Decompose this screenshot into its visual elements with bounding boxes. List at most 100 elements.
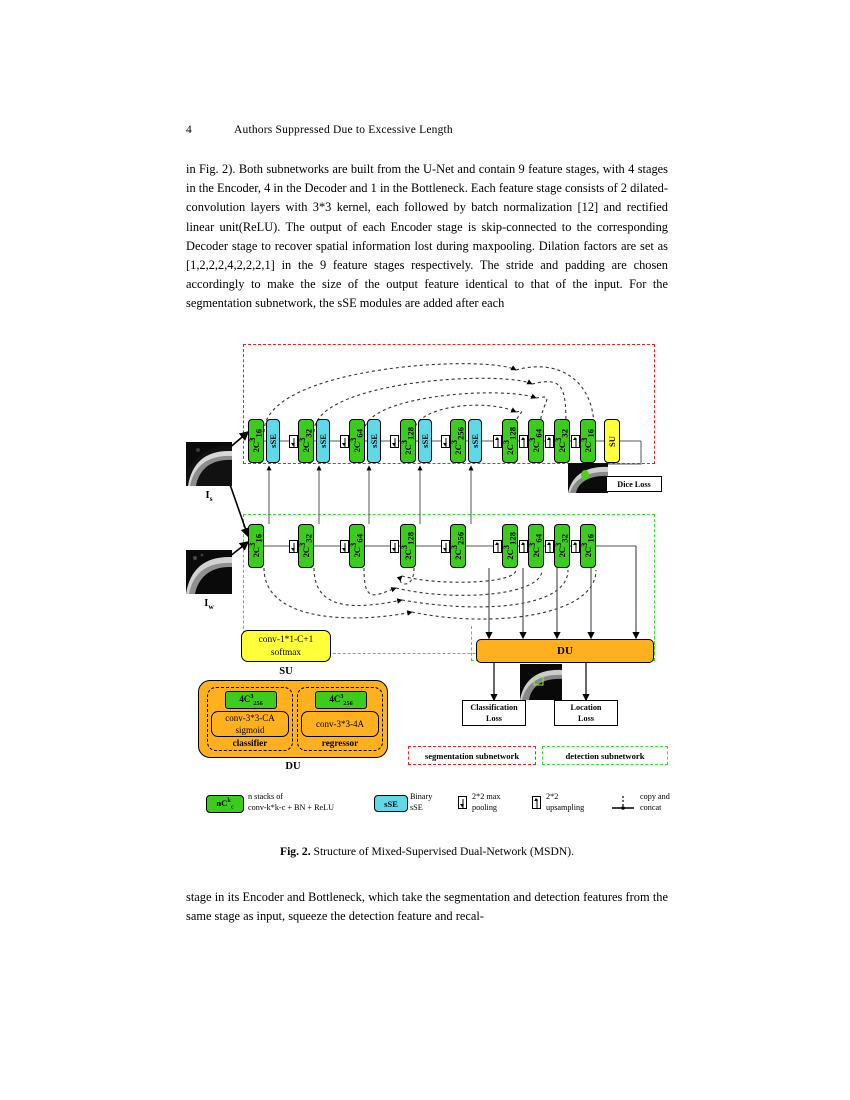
conv-block-label: 2C316 xyxy=(248,429,264,453)
segmentation-output-image xyxy=(568,463,608,493)
upsample-icon xyxy=(571,540,580,553)
dice-loss-label: Dice Loss xyxy=(617,479,651,489)
maxpool-icon xyxy=(340,435,349,448)
segmentation-conv-block: 2C364 xyxy=(528,419,544,463)
du-classifier-conv-label: conv-3*3-CA xyxy=(225,713,275,723)
du-regressor-group xyxy=(297,687,383,751)
conv-block-label: 2C3128 xyxy=(400,532,416,560)
classification-loss-label-2: Loss xyxy=(486,714,502,723)
input-label-sub: s xyxy=(209,494,213,504)
page-number: 4 xyxy=(186,124,192,136)
figure-legend-row: nCkc n stacks of conv-k*k-c + BN + ReLU … xyxy=(206,788,670,822)
su-softmax-label: softmax xyxy=(270,647,302,658)
conv-block-label: 2C3128 xyxy=(502,532,518,560)
segmentation-su-block: SU xyxy=(604,419,620,463)
maxpool-icon xyxy=(289,435,298,448)
detection-input-image xyxy=(186,550,232,594)
conv-block-label: 2C364 xyxy=(349,429,365,453)
location-loss-label-1: Location xyxy=(570,703,602,712)
legend-segmentation-subnetwork: segmentation subnetwork xyxy=(408,746,536,765)
maxpool-legend-line1: 2*2 max xyxy=(472,792,501,801)
sse-legend-line2: sSE xyxy=(410,802,423,812)
detection-input-label: Iw xyxy=(186,598,232,611)
detection-conv-block: 2C316 xyxy=(580,524,596,568)
conv-block-label: 2C364 xyxy=(349,534,365,558)
maxpool-legend-line2: pooling xyxy=(472,802,498,812)
legend-detection-subnetwork: detection subnetwork xyxy=(542,746,668,765)
du-classifier-conv-detail: conv-3*3-CA sigmoid xyxy=(211,711,289,737)
su-conv-label: conv-1*1-C+1 xyxy=(258,635,314,645)
conv-block-label: 2C3128 xyxy=(502,427,518,455)
detection-conv-block: 2C3128 xyxy=(400,524,416,568)
body-paragraph-bottom: stage in its Encoder and Bottleneck, whi… xyxy=(186,890,668,924)
legend-segmentation-label: segmentation subnetwork xyxy=(424,750,520,761)
conv-block-label: 2C332 xyxy=(554,534,570,558)
sse-legend-text: Binary sSE xyxy=(410,792,450,813)
conv-block-label: 2C364 xyxy=(528,429,544,453)
sse-block-label: sSE xyxy=(317,434,328,448)
du-regressor-conv-block: 4C3256 xyxy=(315,691,367,709)
input-label-sub: w xyxy=(208,602,214,612)
maxpool-icon xyxy=(441,540,450,553)
conv-block-legend-chip: nCkc xyxy=(206,795,244,813)
conv-legend-line1: n stacks of xyxy=(248,792,284,801)
location-loss-label-2: Loss xyxy=(578,714,594,723)
upsample-legend-text: 2*2 upsampling xyxy=(546,792,610,813)
location-loss-box: Location Loss xyxy=(554,700,618,726)
segmentation-sse-block: sSE xyxy=(468,419,482,463)
maxpool-icon xyxy=(289,540,298,553)
upsample-icon xyxy=(519,540,528,553)
upsample-legend-line1: 2*2 xyxy=(546,792,559,801)
segmentation-sse-block: sSE xyxy=(266,419,280,463)
input-label-text: I xyxy=(204,598,209,609)
du-detail-panel: 4C3256 conv-3*3-CA sigmoid classifier 4C… xyxy=(198,680,388,758)
segmentation-conv-block: 2C3128 xyxy=(502,419,518,463)
upsample-icon xyxy=(545,435,554,448)
upsample-icon xyxy=(532,796,541,809)
upsample-icon xyxy=(571,435,580,448)
conv-legend-line2: conv-k*k-c + BN + ReLU xyxy=(248,802,335,812)
detection-conv-block: 2C332 xyxy=(554,524,570,568)
conv-block-label: 2C3256 xyxy=(450,427,466,455)
su-caption: SU xyxy=(279,666,293,677)
du-regressor-conv-detail: conv-3*3-4A xyxy=(301,711,379,737)
segmentation-subnetwork-frame xyxy=(243,344,655,464)
body-paragraph-top: in Fig. 2). Both subnetworks are built f… xyxy=(186,162,668,311)
detection-conv-block: 2C3256 xyxy=(450,524,466,568)
segmentation-conv-block: 2C3256 xyxy=(450,419,466,463)
du-classifier-conv-block: 4C3256 xyxy=(225,691,277,709)
conv-block-label: 2C316 xyxy=(580,534,596,558)
du-classifier-caption: classifier xyxy=(232,738,268,748)
du-classifier-group xyxy=(207,687,293,751)
conv-block-label: 2C332 xyxy=(298,429,314,453)
segmentation-input-image xyxy=(186,442,232,486)
sse-block-label: sSE xyxy=(368,434,379,448)
detection-subnetwork-frame xyxy=(243,514,655,654)
segmentation-conv-block: 2C332 xyxy=(298,419,314,463)
sse-legend-line1: Binary xyxy=(410,792,433,801)
classification-loss-label-1: Classification xyxy=(470,703,518,712)
conv-chip-text: nCkc xyxy=(216,797,234,811)
conv-block-label: 2C316 xyxy=(580,429,596,453)
detection-conv-block: 2C316 xyxy=(248,524,264,568)
figure-caption-text: Structure of Mixed-Supervised Dual-Netwo… xyxy=(313,845,575,858)
maxpool-icon xyxy=(458,796,467,809)
sse-block-label: sSE xyxy=(419,434,430,448)
detection-conv-block: 2C364 xyxy=(349,524,365,568)
du-bar-label: DU xyxy=(557,645,573,657)
du-bar: DU xyxy=(476,639,654,663)
conv-block-legend-text: n stacks of conv-k*k-c + BN + ReLU xyxy=(248,792,358,813)
detection-conv-block: 2C364 xyxy=(528,524,544,568)
du-regressor-caption: regressor xyxy=(321,738,359,748)
segmentation-conv-block: 2C3128 xyxy=(400,419,416,463)
upsample-icon xyxy=(493,540,502,553)
figure-caption-label: Fig. 2. xyxy=(280,845,311,858)
segmentation-conv-block: 2C332 xyxy=(554,419,570,463)
conv-block-label: 2C3128 xyxy=(400,427,416,455)
maxpool-icon xyxy=(441,435,450,448)
sse-legend-chip: sSE xyxy=(374,795,408,812)
upsample-icon xyxy=(519,435,528,448)
conv-block-label: 2C332 xyxy=(298,534,314,558)
su-detail-box: conv-1*1-C+1 softmax xyxy=(241,630,331,662)
classification-loss-box: Classification Loss xyxy=(462,700,526,726)
